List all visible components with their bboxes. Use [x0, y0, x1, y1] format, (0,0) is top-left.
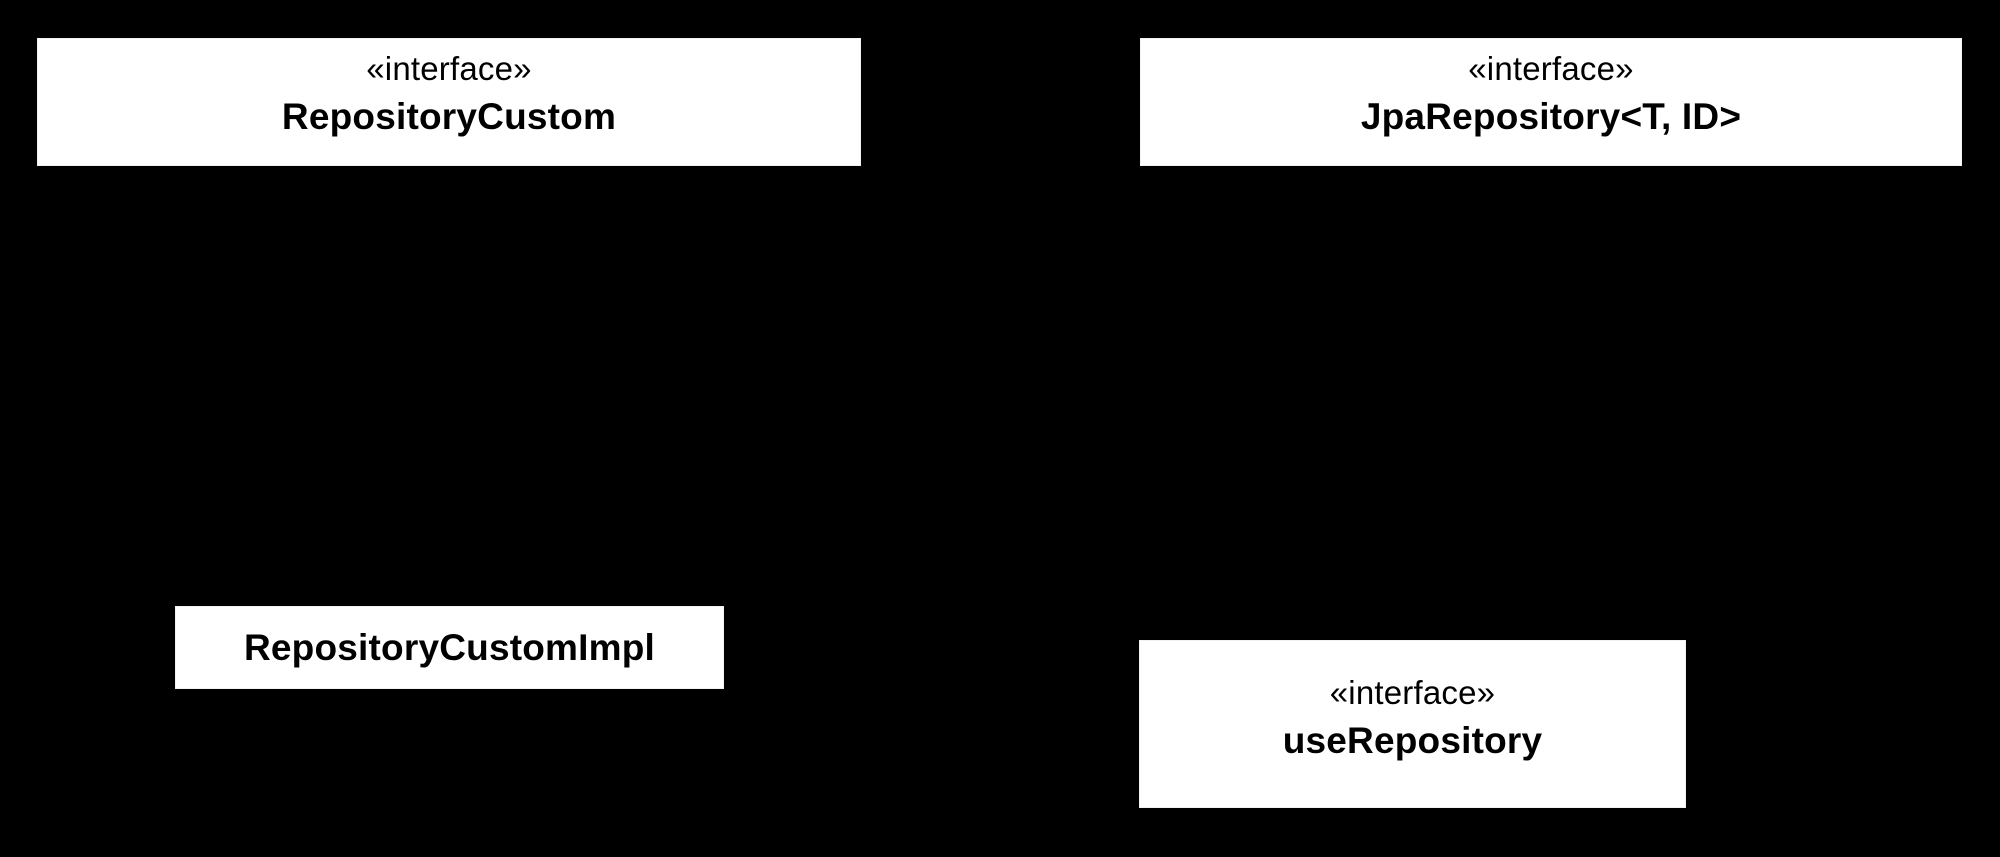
stereotype-label: «interface»	[1329, 673, 1496, 711]
uml-class-box-repository-custom-impl[interactable]: RepositoryCustomImpl	[175, 606, 724, 689]
class-box-text-stack: «interface» JpaRepository<T, ID>	[1141, 50, 1961, 139]
stereotype-label: «interface»	[366, 49, 532, 87]
class-box-text-stack: RepositoryCustomImpl	[176, 626, 723, 670]
uml-class-box-jpa-repository[interactable]: «interface» JpaRepository<T, ID>	[1140, 38, 1962, 166]
uml-class-box-repository-custom[interactable]: «interface» RepositoryCustom	[37, 38, 861, 166]
uml-class-box-use-repository[interactable]: «interface» useRepository	[1139, 640, 1686, 808]
class-box-text-stack: «interface» useRepository	[1140, 674, 1685, 763]
class-name-label: JpaRepository<T, ID>	[1360, 95, 1742, 137]
class-name-label: RepositoryCustom	[281, 95, 617, 137]
stereotype-label: «interface»	[1468, 49, 1634, 87]
class-name-label: RepositoryCustomImpl	[243, 626, 656, 668]
class-box-text-stack: «interface» RepositoryCustom	[38, 50, 860, 139]
class-name-label: useRepository	[1282, 719, 1543, 761]
